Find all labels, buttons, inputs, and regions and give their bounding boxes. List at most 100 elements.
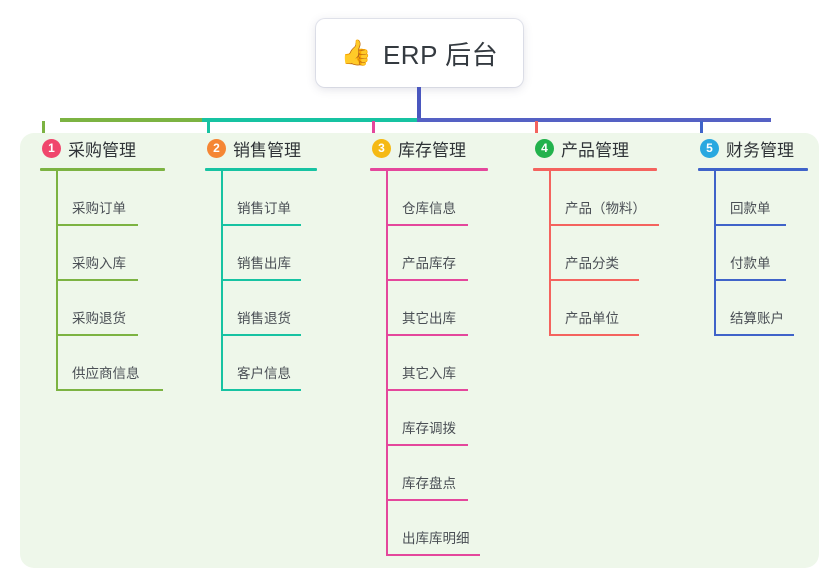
leaf-node-rule [716,334,794,336]
bus-segment-green [60,118,202,122]
branch-drop-connector-1 [42,121,45,139]
leaf-node[interactable]: 销售订单 [223,171,350,226]
branch-title-3: 库存管理 [398,140,466,160]
leaf-node[interactable]: 仓库信息 [388,171,515,226]
leaf-node[interactable]: 采购入库 [58,226,185,281]
leaf-node[interactable]: 其它入库 [388,336,515,391]
branch-spine-2 [221,171,223,391]
leaf-node[interactable]: 库存调拨 [388,391,515,446]
leaf-node[interactable]: 采购退货 [58,281,185,336]
branch-body-2: 销售订单销售出库销售退货客户信息 [205,171,350,391]
branch-title-4: 产品管理 [561,140,629,160]
branch-header-3[interactable]: 3 库存管理 [370,133,515,163]
bus-segment-blue [417,118,771,122]
leaf-node-rule [58,334,138,336]
branch-column-3: 3 库存管理仓库信息产品库存其它出库其它入库库存调拨库存盘点出库库明细 [370,133,515,556]
leaf-node-rule [223,224,301,226]
leaf-node-label: 销售出库 [237,256,291,271]
branch-spine-1 [56,171,58,391]
branch-title-2: 销售管理 [233,140,301,160]
leaf-node-label: 产品分类 [565,256,619,271]
leaf-node-label: 销售订单 [237,201,291,216]
leaf-node-rule [388,554,480,556]
branch-column-4: 4 产品管理产品（物料） 产品分类产品单位 [533,133,688,336]
leaf-node[interactable]: 付款单 [716,226,823,281]
branch-body-1: 采购订单采购入库采购退货供应商信息 [40,171,185,391]
branch-body-3: 仓库信息产品库存其它出库其它入库库存调拨库存盘点出库库明细 [370,171,515,556]
leaf-node-rule [58,224,138,226]
leaf-node[interactable]: 产品单位 [551,281,688,336]
leaf-node-rule [388,279,468,281]
branch-spine-4 [549,171,551,336]
leaf-node[interactable]: 采购订单 [58,171,185,226]
leaf-node[interactable]: 客户信息 [223,336,350,391]
leaf-node-label: 库存调拨 [402,421,456,436]
branch-body-4: 产品（物料） 产品分类产品单位 [533,171,688,336]
leaf-node-rule [58,389,163,391]
leaf-node-rule [388,499,468,501]
leaf-node-rule [223,389,301,391]
leaf-node-rule [551,334,639,336]
leaf-node-rule [716,224,786,226]
branch-drop-connector-4 [535,121,538,139]
branch-spine-5 [714,171,716,336]
leaf-node[interactable]: 销售出库 [223,226,350,281]
leaf-node[interactable]: 结算账户 [716,281,823,336]
leaf-node-label: 仓库信息 [402,201,456,216]
branch-badge-4: 4 [535,138,554,158]
branch-header-2[interactable]: 2 销售管理 [205,133,350,163]
branch-header-rule-1 [40,168,165,171]
branch-column-2: 2 销售管理销售订单销售出库销售退货客户信息 [205,133,350,391]
branch-header-rule-2 [205,168,317,171]
root-node-title: ERP 后台 [382,39,499,70]
bus-segment-teal [202,118,417,122]
leaf-node[interactable]: 供应商信息 [58,336,185,391]
leaf-node[interactable]: 出库库明细 [388,501,515,556]
leaf-node-label: 库存盘点 [402,476,456,491]
branch-header-rule-3 [370,168,488,171]
leaf-node-rule [388,334,468,336]
branch-drop-connector-5 [700,121,703,139]
leaf-node-label: 其它入库 [402,366,456,381]
thumbs-up-icon: 👍 [340,38,372,67]
branch-header-4[interactable]: 4 产品管理 [533,133,688,163]
leaf-node-rule [716,279,786,281]
branch-badge-1: 1 [42,138,61,158]
root-node-card[interactable]: 👍 ERP 后台 [316,19,523,87]
leaf-node-label: 采购订单 [72,201,126,216]
leaf-node-label: 产品（物料） [565,201,646,216]
branch-spine-3 [386,171,388,556]
leaf-node[interactable]: 产品库存 [388,226,515,281]
leaf-node-label: 采购入库 [72,256,126,271]
branch-header-rule-4 [533,168,657,171]
leaf-node-label: 采购退货 [72,311,126,326]
leaf-node[interactable]: 产品分类 [551,226,688,281]
leaf-node-label: 客户信息 [237,366,291,381]
leaf-node-label: 结算账户 [730,311,784,326]
leaf-node-rule [388,444,468,446]
leaf-node[interactable]: 回款单 [716,171,823,226]
leaf-node[interactable]: 库存盘点 [388,446,515,501]
leaf-node-label: 销售退货 [237,311,291,326]
leaf-node[interactable]: 销售退货 [223,281,350,336]
leaf-node[interactable]: 产品（物料） [551,171,688,226]
leaf-node-rule [58,279,138,281]
leaf-node-label: 产品单位 [565,311,619,326]
branch-drop-connector-3 [372,121,375,139]
leaf-node-rule [223,334,301,336]
branch-badge-3: 3 [372,138,391,158]
branch-header-rule-5 [698,168,808,171]
leaf-node-rule [388,224,468,226]
leaf-node-label: 付款单 [730,256,771,271]
leaf-node-label: 产品库存 [402,256,456,271]
branch-title-5: 财务管理 [726,140,794,160]
branch-badge-2: 2 [207,138,226,158]
root-stem-connector [417,87,421,120]
leaf-node-label: 回款单 [730,201,771,216]
leaf-node[interactable]: 其它出库 [388,281,515,336]
